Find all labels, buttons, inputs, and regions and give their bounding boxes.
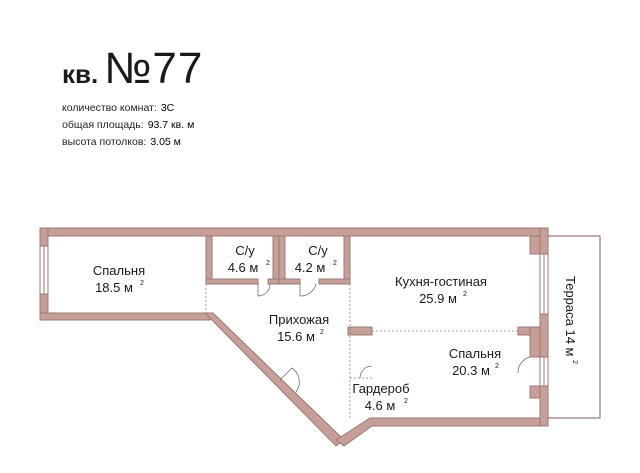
info-area: общая площадь:93.7 кв. м <box>62 117 194 134</box>
room-kitchen-name: Кухня-гостиная <box>395 274 487 289</box>
room-wardrobe-name: Гардероб <box>352 381 409 396</box>
room-hall-area: 15.6 м <box>277 329 315 344</box>
entrance-door <box>279 367 300 393</box>
room-bedroom2-sup: 2 <box>495 363 499 370</box>
room-terrace-sup: 2 <box>571 360 578 364</box>
apartment-number: №77 <box>104 44 204 93</box>
room-bath1-name: С/у <box>235 243 255 258</box>
interior-walls <box>205 235 541 399</box>
info-ceiling-value: 3.05 м <box>150 136 181 148</box>
room-bath1-area: 4.6 м <box>228 260 259 275</box>
room-bath2-area: 4.2 м <box>295 260 326 275</box>
room-bath2: С/у 4.2 м 2 <box>295 243 337 275</box>
zone-dividers <box>205 284 518 418</box>
outer-walls <box>39 227 549 447</box>
info-rooms-value: 3С <box>160 102 175 114</box>
room-bath1: С/у 4.6 м 2 <box>228 243 270 275</box>
info-area-value: 93.7 кв. м <box>147 119 195 131</box>
terrace <box>548 235 601 419</box>
room-terrace: Терраса 14 м 2 <box>563 276 578 364</box>
info-ceiling-label: высота потолков: <box>62 136 147 148</box>
room-wardrobe: Гардероб 4.6 м 2 <box>352 381 409 413</box>
bath1-door <box>257 283 271 297</box>
room-wardrobe-area: 4.6 м <box>365 398 396 413</box>
room-bedroom1-name: Спальня <box>93 263 145 278</box>
room-bath1-sup: 2 <box>266 260 270 267</box>
room-bedroom2-area: 20.3 м <box>452 363 490 378</box>
wardrobe-door <box>359 365 373 379</box>
room-wardrobe-sup: 2 <box>404 398 408 405</box>
room-bedroom1-area: 18.5 м <box>95 280 133 295</box>
room-bedroom2-name: Спальня <box>449 346 501 361</box>
apartment-prefix: кв. <box>62 59 99 89</box>
bath2-door <box>299 283 317 297</box>
room-kitchen-area: 25.9 м <box>419 291 457 306</box>
apartment-info: количество комнат:3С общая площадь:93.7 … <box>62 100 194 151</box>
info-rooms: количество комнат:3С <box>62 100 194 117</box>
info-rooms-label: количество комнат: <box>62 102 157 114</box>
room-bedroom1-sup: 2 <box>140 280 144 287</box>
apartment-title: кв. №77 <box>62 44 203 94</box>
right-windows <box>539 253 549 387</box>
room-kitchen-sup: 2 <box>463 291 467 298</box>
room-hall-name: Прихожая <box>269 312 329 327</box>
doors <box>257 283 531 393</box>
room-bedroom2: Спальня 20.3 м 2 <box>449 346 501 378</box>
room-bedroom1: Спальня 18.5 м 2 <box>93 263 145 295</box>
room-hall: Прихожая 15.6 м 2 <box>269 312 329 344</box>
info-ceiling: высота потолков:3.05 м <box>62 134 194 151</box>
room-bath2-name: С/у <box>308 243 328 258</box>
room-kitchen: Кухня-гостиная 25.9 м 2 <box>395 274 487 306</box>
room-hall-sup: 2 <box>320 329 324 336</box>
info-area-label: общая площадь: <box>62 119 144 131</box>
left-window <box>39 245 49 295</box>
room-bath2-sup: 2 <box>333 260 337 267</box>
bedroom2-door <box>517 356 531 374</box>
room-terrace-name: Терраса 14 м <box>563 276 578 357</box>
